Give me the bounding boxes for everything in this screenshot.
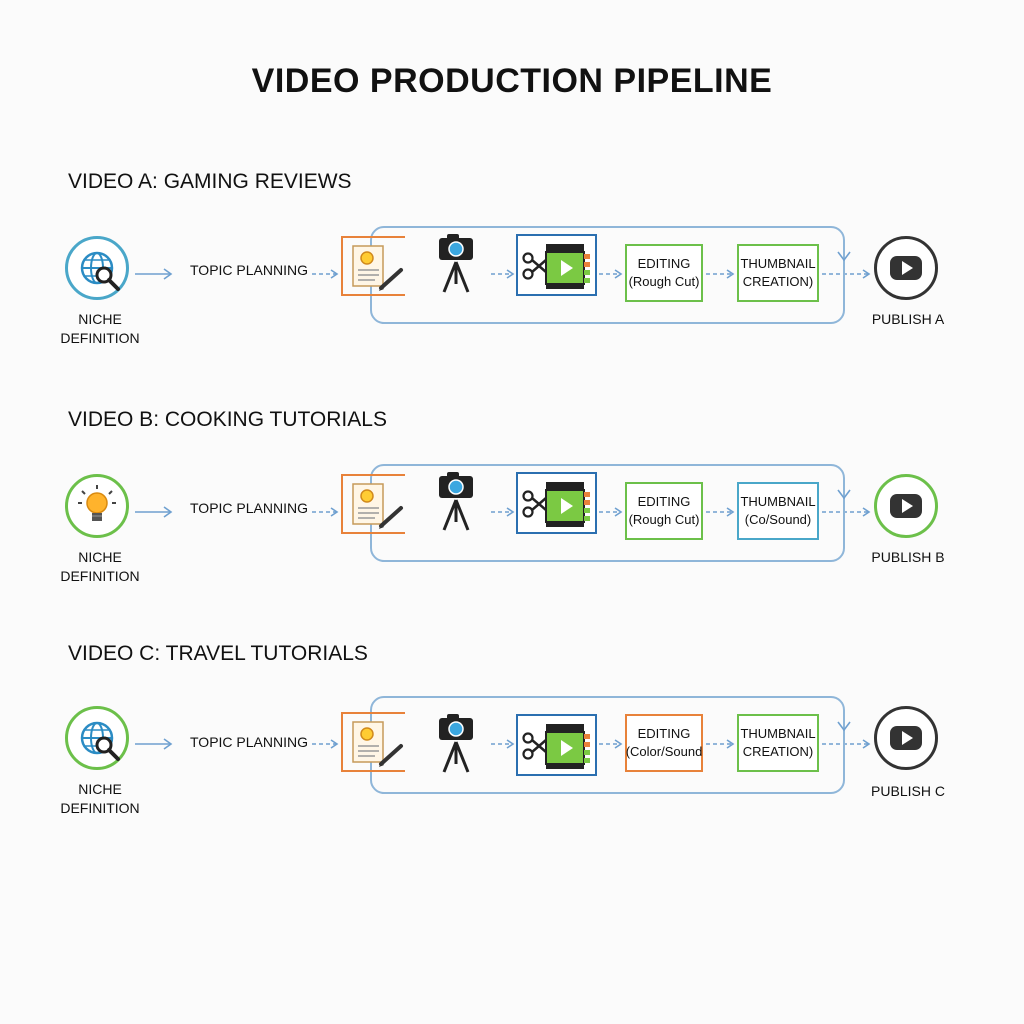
loop-arrow-icon (837, 251, 851, 262)
script-icon (352, 721, 403, 767)
script-step[interactable] (341, 712, 405, 772)
play-button-icon (890, 494, 922, 518)
pipeline-heading: VIDEO B: COOKING TUTORIALS (68, 408, 387, 431)
niche-label: NICHE DEFINITION (60, 781, 140, 816)
pipeline-b: VIDEO B: COOKING TUTORIALS (0, 408, 1024, 608)
publish-circle[interactable] (874, 236, 938, 300)
cutting-step[interactable] (516, 472, 597, 534)
pipeline-heading: VIDEO A: GAMING REVIEWS (68, 170, 352, 193)
editing-step[interactable]: EDITING (Color/Sound (625, 714, 703, 772)
scissors-clapper-icon (522, 724, 590, 769)
publish-circle[interactable] (874, 706, 938, 770)
publish-label: PUBLISH A (871, 311, 945, 327)
scissors-clapper-icon (522, 244, 590, 289)
pipeline-a: VIDEO A: GAMING REVIEWS (0, 170, 1024, 370)
cutting-step[interactable] (516, 714, 597, 776)
niche-circle[interactable] (65, 706, 129, 770)
scissors-clapper-icon (522, 482, 590, 527)
pipeline-c: VIDEO C: TRAVEL TUTORIALS (0, 642, 1024, 842)
topic-planning-label: TOPIC PLANNING (190, 734, 308, 750)
camera-tripod-icon[interactable] (435, 472, 479, 534)
thumbnail-step[interactable]: THUMBNAIL CREATION) (737, 244, 819, 302)
niche-label: NICHE DEFINITION (60, 311, 140, 346)
globe-search-icon (80, 721, 120, 761)
play-button-icon (890, 256, 922, 280)
script-icon (352, 245, 403, 291)
script-step[interactable] (341, 474, 405, 534)
camera-tripod-icon[interactable] (435, 234, 479, 296)
editing-step[interactable]: EDITING (Rough Cut) (625, 244, 703, 302)
play-button-icon (890, 726, 922, 750)
loop-arrow-icon (837, 489, 851, 500)
camera-tripod-icon[interactable] (435, 714, 479, 776)
script-icon (352, 483, 403, 529)
topic-planning-label: TOPIC PLANNING (190, 500, 308, 516)
page-title: VIDEO PRODUCTION PIPELINE (251, 62, 773, 100)
editing-step[interactable]: EDITING (Rough Cut) (625, 482, 703, 540)
flow-arrows (135, 738, 871, 750)
thumbnail-step[interactable]: THUMBNAIL CREATION) (737, 714, 819, 772)
publish-label: PUBLISH C (871, 783, 945, 799)
thumbnail-step[interactable]: THUMBNAIL (Co/Sound) (737, 482, 819, 540)
globe-search-icon (80, 251, 120, 291)
cutting-step[interactable] (516, 234, 597, 296)
publish-circle[interactable] (874, 474, 938, 538)
publish-label: PUBLISH B (871, 549, 945, 565)
niche-circle[interactable] (65, 474, 129, 538)
topic-planning-label: TOPIC PLANNING (190, 262, 308, 278)
script-step[interactable] (341, 236, 405, 296)
loop-arrow-icon (837, 721, 851, 732)
flow-arrows (135, 506, 871, 518)
flow-arrows (135, 268, 871, 280)
pipeline-heading: VIDEO C: TRAVEL TUTORIALS (68, 642, 368, 665)
niche-label: NICHE DEFINITION (60, 549, 140, 584)
niche-circle[interactable] (65, 236, 129, 300)
lightbulb-icon (78, 485, 116, 521)
